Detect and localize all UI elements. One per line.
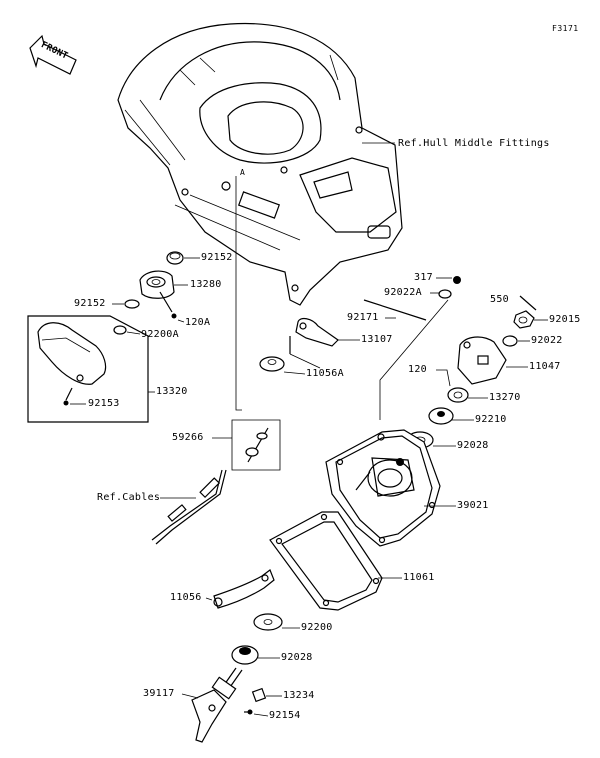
collar-92210 [428,407,454,425]
callout-13234: 13234 [283,690,315,701]
bolt-92154 [244,709,253,715]
hull-middle-fittings [117,22,403,306]
washer-92022 [502,335,518,347]
cable-bracket-59266 [231,419,281,471]
grommet-92152-upper [166,251,184,265]
callout-11047: 11047 [529,361,561,372]
callout-ref-hull: Ref.Hull Middle Fittings [398,138,550,149]
callout-92154: 92154 [269,710,301,721]
callout-11056A: 11056A [306,368,344,379]
callout-92153: 92153 [88,398,120,409]
callout-59266: 59266 [172,432,204,443]
callout-92200: 92200 [301,622,333,633]
pin-550 [519,295,537,311]
gear-13270 [447,387,469,403]
callout-39021: 39021 [457,500,489,511]
callout-92152-lower: 92152 [74,298,106,309]
callout-13280: 13280 [190,279,222,290]
bracket-11047 [457,336,507,385]
nut-92015 [513,310,535,329]
callout-13270: 13270 [489,392,521,403]
control-cable [151,469,227,545]
callout-39117: 39117 [143,688,175,699]
callout-11056: 11056 [170,592,202,603]
gasket-11061 [269,511,383,611]
bracket-13280 [139,270,177,319]
callout-13107: 13107 [361,334,393,345]
shaft-39117 [191,667,243,743]
callout-120A: 120A [185,317,211,328]
callout-120: 120 [408,364,427,375]
callout-92152-upper: 92152 [201,252,233,263]
grommet-92152-lower [124,299,140,309]
callout-317: 317 [414,272,433,283]
plate-13107 [289,317,339,354]
callout-13320: 13320 [156,386,188,397]
lever-11056 [213,569,275,609]
cover-13320 [27,315,149,423]
nut-317 [453,276,461,284]
rod-92171 [363,299,427,321]
washer-92200A [113,325,127,335]
washer-92200 [253,613,283,631]
callout-92028-upper: 92028 [457,440,489,451]
front-arrow-icon [29,34,77,75]
callout-11061: 11061 [403,572,435,583]
block-13234 [251,687,267,703]
boot-11056A [259,356,285,372]
callout-92015: 92015 [549,314,581,325]
callout-92171: 92171 [347,312,379,323]
callout-ref-cables: Ref.Cables [97,492,161,503]
callout-92022A: 92022A [384,287,422,298]
bushing-92028-lower [231,645,259,665]
washer-92022A [438,289,452,299]
callout-92210: 92210 [475,414,507,425]
callout-92028-lower: 92028 [281,652,313,663]
diagram-code: F3171 [552,24,579,33]
callout-92022: 92022 [531,335,563,346]
hull-marker: A [240,168,246,177]
housing-39021 [325,429,441,547]
callout-92200A: 92200A [141,329,179,340]
callout-550: 550 [490,294,509,305]
